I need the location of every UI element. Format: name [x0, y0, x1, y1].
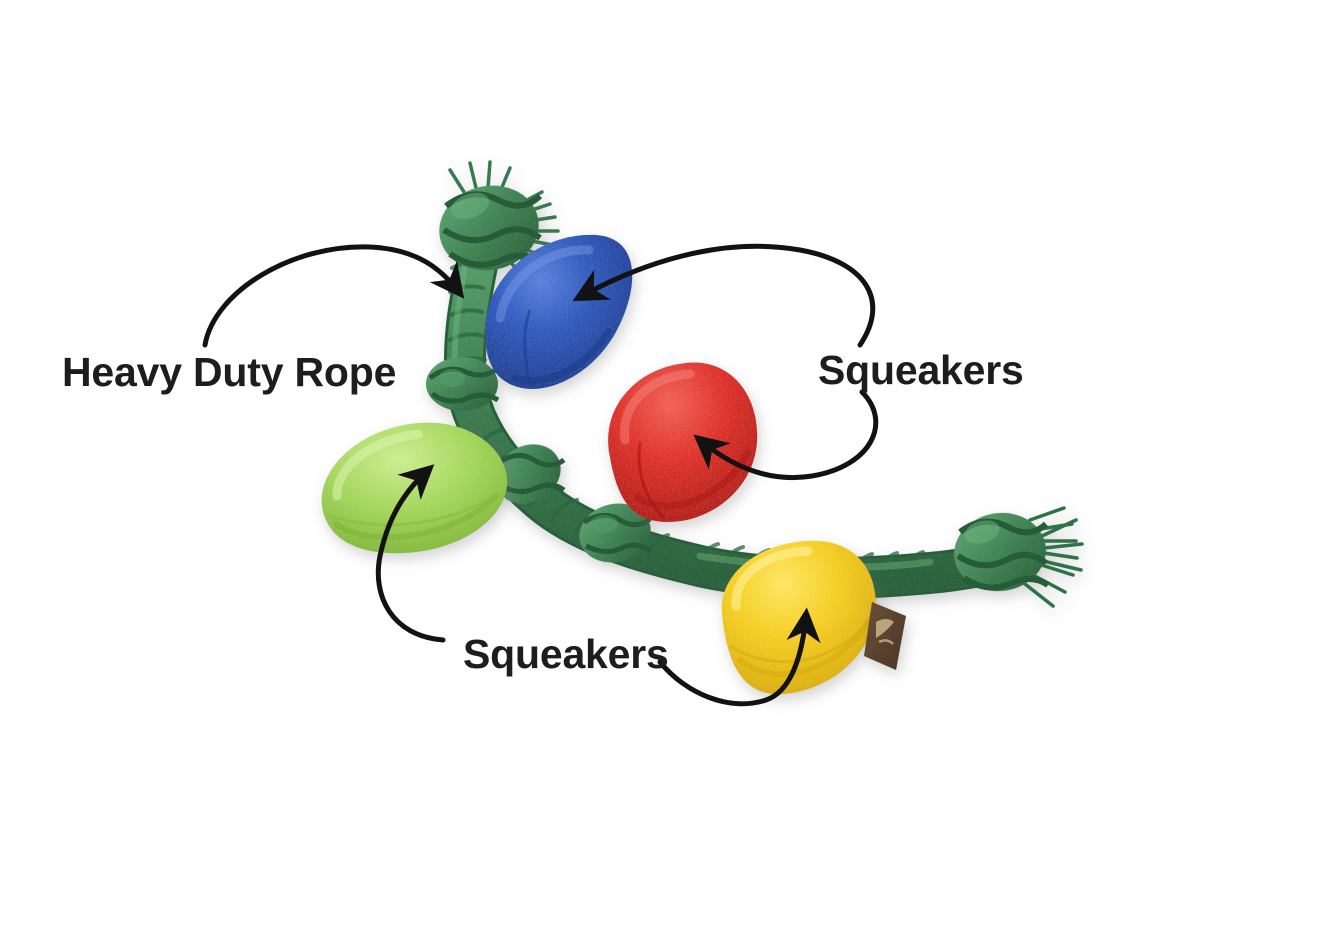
red-bulb — [608, 362, 758, 522]
brand-tag — [864, 602, 906, 670]
annotation-arrows — [202, 243, 879, 707]
callout-squeakers-bottom-left: Squeakers — [463, 631, 669, 677]
callout-heavy-duty-rope: Heavy Duty Rope — [62, 349, 397, 395]
yellow-bulb — [721, 540, 876, 695]
rope-knot-right — [954, 506, 1084, 608]
rope-knot-green-lower — [579, 503, 652, 563]
rope-knot-lower — [495, 444, 566, 504]
callout-squeakers-top-right: Squeakers — [818, 347, 1024, 393]
arrow-squeaker-blue — [572, 243, 876, 348]
arrow-squeaker-red — [693, 389, 879, 480]
green-bulb — [321, 422, 508, 554]
rope-knot-middle — [426, 357, 500, 411]
arrow-rope — [202, 244, 465, 348]
rope-assembly — [426, 160, 1084, 608]
arrow-squeaker-yellow — [657, 607, 821, 707]
arrow-squeaker-green — [375, 464, 446, 643]
